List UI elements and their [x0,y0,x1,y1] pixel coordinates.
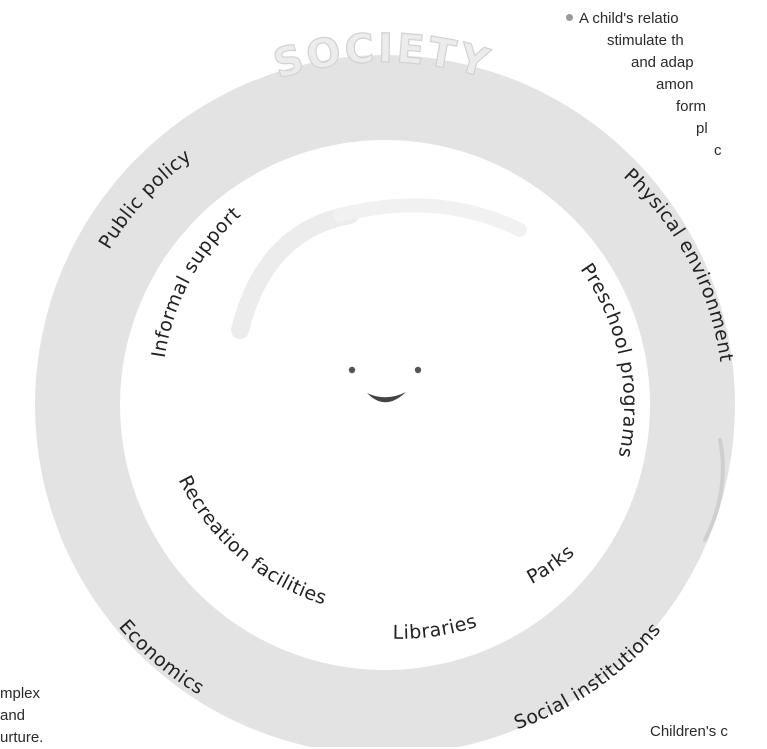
note-line: c [714,142,722,159]
note-line: and [0,707,26,724]
faint-decoration [703,438,725,542]
note-line: and adap [631,54,694,71]
note-left: mplex and urture. [0,683,43,749]
inner-area [120,140,650,670]
faint-decoration [333,198,527,237]
note-line: pl [696,120,708,137]
note-line: form [676,98,706,115]
bullet-icon [566,14,573,21]
right-eye-icon [414,366,422,374]
left-eye-icon [348,366,356,374]
note-line: mplex [0,685,41,702]
note-right: A child's relatio stimulate th and adap … [566,8,722,162]
note-bottom: Children's c [650,723,728,740]
note-line: urture. [0,729,44,746]
smile-icon [367,392,406,403]
note-line: stimulate th [607,32,684,49]
note-line: amon [656,76,694,93]
note-line: A child's relatio [566,8,722,30]
faint-decoration [231,206,359,339]
child-face-icon [348,366,422,403]
